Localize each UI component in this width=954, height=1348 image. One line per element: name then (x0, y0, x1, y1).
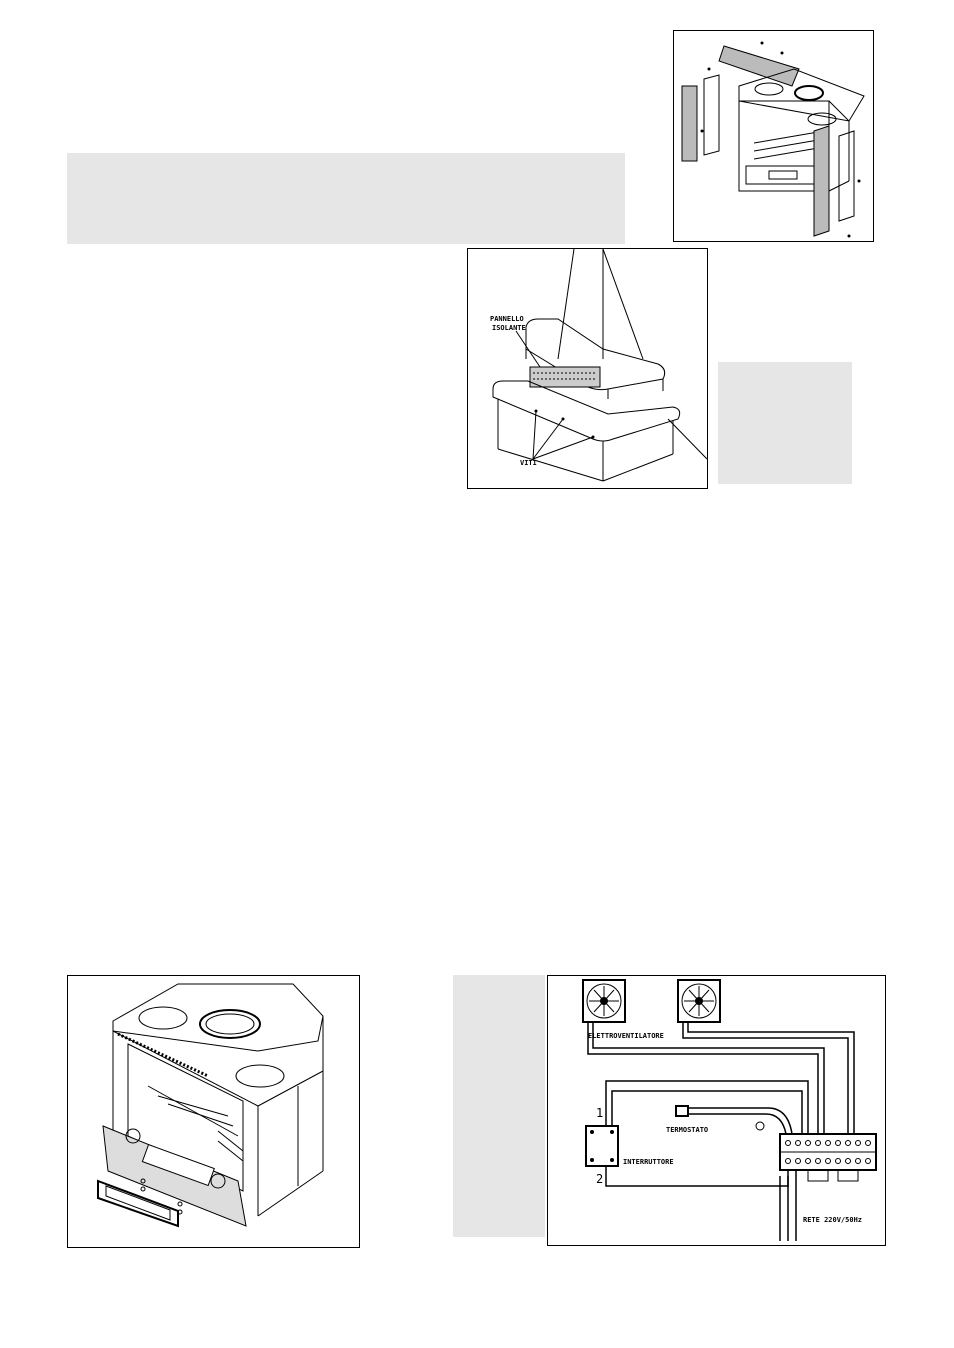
gray-block-bottom-left (453, 975, 545, 1237)
figure-wiring-diagram: ELETTROVENTILATORE TERMOSTATO INTERRUTTO… (547, 975, 886, 1246)
label-mains-supply: RETE 220V/50Hz (803, 1216, 863, 1224)
chimney-drawing (492, 249, 707, 482)
label-switch: INTERRUTTORE (623, 1158, 674, 1166)
label-switch-position-2: 2 (596, 1172, 604, 1186)
figure-chimney-panel: PANNELLO ISOLANTE VITI (467, 248, 708, 489)
label-switch-position-1: 1 (596, 1106, 604, 1120)
wiring-diagram-drawing (582, 979, 877, 1241)
label-insulating-panel-line1: PANNELLO (490, 315, 524, 323)
gray-block-right (718, 362, 852, 484)
label-insulating-panel-line2: ISOLANTE (492, 324, 526, 332)
label-screws: VITI (520, 459, 537, 467)
figure-exploded-panels (673, 30, 874, 242)
label-fan: ELETTROVENTILATORE (588, 1032, 664, 1040)
figure-fireplace-insert (67, 975, 360, 1248)
fireplace-insert-drawing (97, 983, 324, 1228)
exploded-panels-drawing (681, 41, 865, 238)
gray-block-top (67, 153, 625, 244)
label-thermostat: TERMOSTATO (666, 1126, 709, 1134)
